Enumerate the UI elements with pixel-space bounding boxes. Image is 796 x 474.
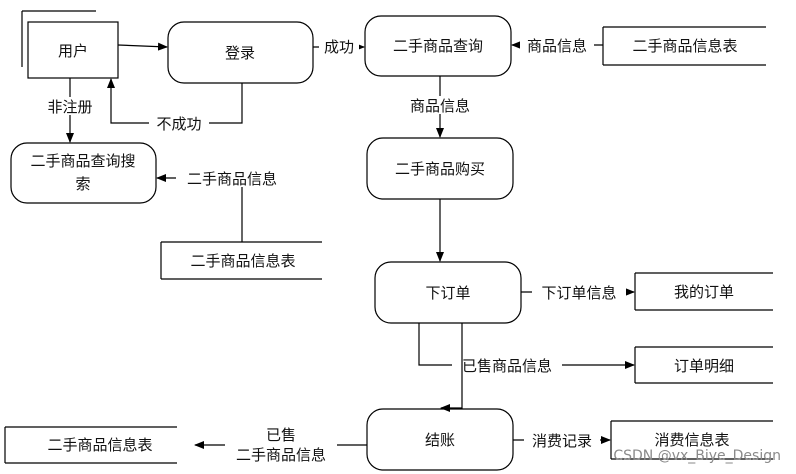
flow-label-consume-record: 消费记录 xyxy=(532,432,592,450)
flow-order-to-checkout xyxy=(440,323,463,412)
flow-label-bg xyxy=(319,37,359,55)
flow-label-bg xyxy=(40,97,102,115)
store-consumption-label: 消费信息表 xyxy=(654,431,729,449)
flow-label-sold-goods-info: 已售商品信息 xyxy=(462,357,552,375)
process-checkout: 结账 xyxy=(366,408,514,471)
flow-label-used-goods-info: 二手商品信息 xyxy=(187,170,277,188)
process-query-search-label-2: 索 xyxy=(75,175,90,193)
flow-order-to-order-detail xyxy=(418,323,635,369)
store-goods-table-bottom-label: 二手商品信息表 xyxy=(47,436,152,454)
flow-label-bg xyxy=(524,431,600,449)
flow-label-order-info: 下订单信息 xyxy=(541,284,616,302)
flow-label-bg xyxy=(520,36,594,54)
store-goods-table-mid-label: 二手商品信息表 xyxy=(190,252,295,270)
process-checkout-label: 结账 xyxy=(425,431,455,449)
watermark: CSDN @vx_Biye_Design xyxy=(613,448,781,464)
process-query-search-box xyxy=(10,142,157,204)
entity-user-label: 用户 xyxy=(58,42,88,60)
flow-label-sold-line1: 已售 xyxy=(266,426,296,444)
process-purchase-label: 二手商品购买 xyxy=(395,160,485,178)
process-query-label: 二手商品查询 xyxy=(393,37,483,55)
flow-label-sold-line2: 二手商品信息 xyxy=(236,446,326,464)
store-order-detail-label: 订单明细 xyxy=(674,357,734,375)
flow-label-goods-info-in: 商品信息 xyxy=(527,37,587,55)
process-purchase: 二手商品购买 xyxy=(366,137,514,200)
store-goods-table-bottom: 二手商品信息表 xyxy=(4,426,177,464)
store-consumption: 消费信息表 xyxy=(610,420,773,460)
store-goods-table-top-label: 二手商品信息表 xyxy=(632,37,737,55)
process-query: 二手商品查询 xyxy=(364,15,512,77)
store-my-orders-label: 我的订单 xyxy=(674,283,734,301)
process-order-label: 下订单 xyxy=(425,284,470,302)
flow-user-to-login xyxy=(117,42,168,51)
process-login-box xyxy=(167,21,314,84)
flow-label-bg xyxy=(149,114,209,132)
process-order: 下订单 xyxy=(374,261,522,324)
process-login: 登录 xyxy=(167,21,314,84)
store-my-orders: 我的订单 xyxy=(634,272,773,311)
flow-label-bg xyxy=(452,356,562,374)
flow-label-bg xyxy=(225,423,337,463)
store-goods-table-mid: 二手商品信息表 xyxy=(160,241,322,280)
entity-user: 用户 xyxy=(21,10,119,79)
flow-label-success: 成功 xyxy=(324,38,354,56)
flow-label-bg xyxy=(532,283,626,301)
process-query-search-label-1: 二手商品查询搜 xyxy=(30,152,135,170)
flow-label-unregistered: 非注册 xyxy=(47,98,92,116)
store-goods-table-top: 二手商品信息表 xyxy=(602,26,766,66)
flow-label-bg xyxy=(176,169,288,187)
process-query-search: 二手商品查询搜 索 xyxy=(10,142,157,204)
entity-user-box xyxy=(27,21,119,79)
flow-label-goods-info-down: 商品信息 xyxy=(410,97,470,115)
process-login-label: 登录 xyxy=(225,44,255,62)
store-order-detail: 订单明细 xyxy=(634,346,773,384)
flow-label-fail: 不成功 xyxy=(156,115,201,133)
flow-label-bg xyxy=(402,96,478,114)
